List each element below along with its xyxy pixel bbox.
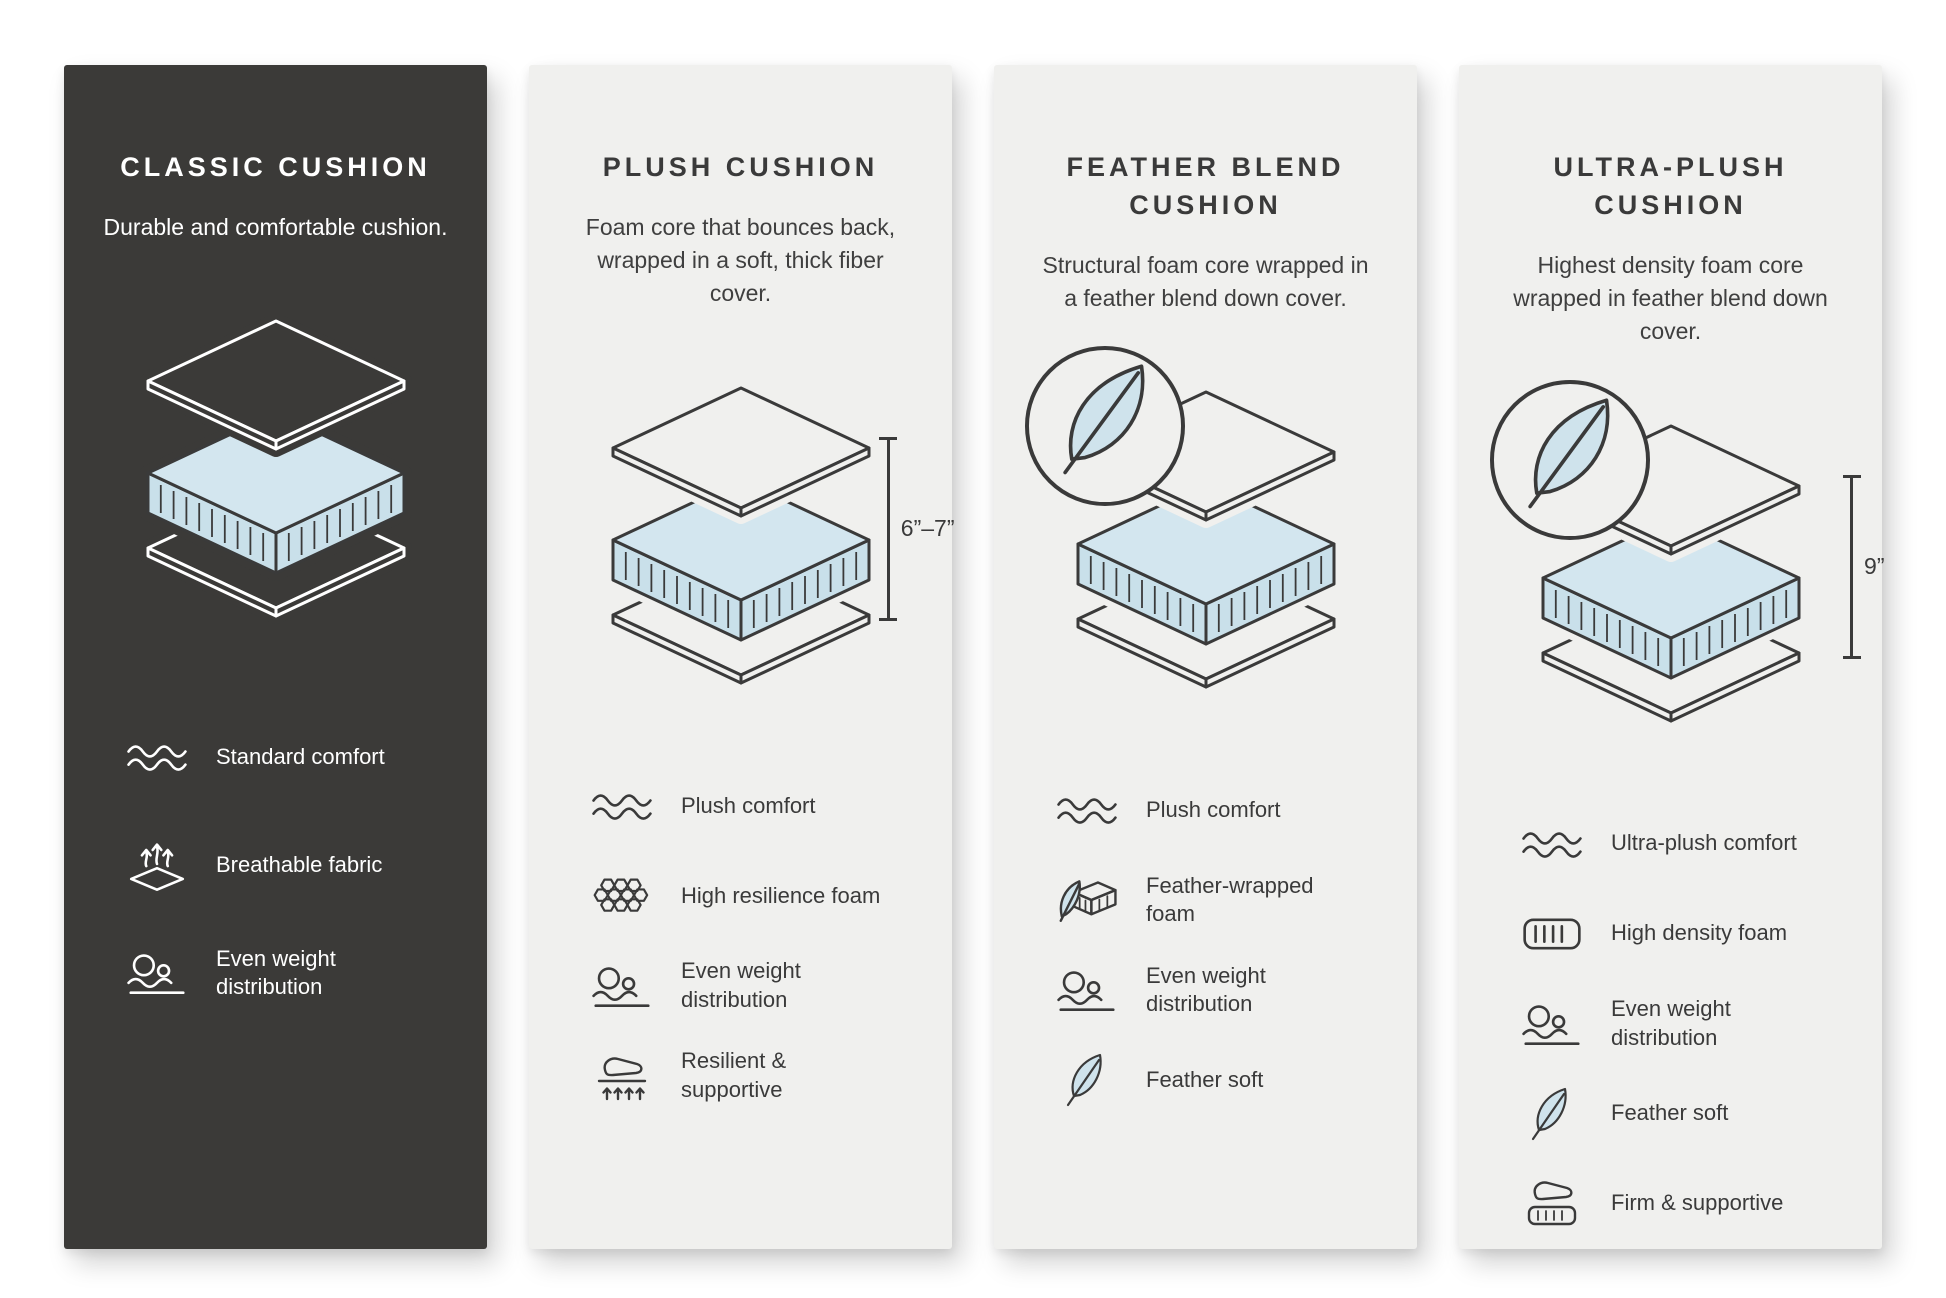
height-measure: 6”–7”: [886, 436, 955, 621]
feature-label: Plush comfort: [681, 792, 816, 818]
weight-icon: [587, 957, 657, 1015]
weight-icon: [1517, 995, 1587, 1053]
cushion-layers-diagram: [126, 290, 426, 662]
card-description: Structural foam core wrapped in a feathe…: [1042, 251, 1369, 311]
feature-label: Feather soft: [1611, 1100, 1729, 1126]
feature-item: Standard comfort: [122, 728, 453, 786]
feature-label: Plush comfort: [1146, 796, 1281, 822]
feature-item: Feather-wrapped foam: [1052, 871, 1383, 929]
wave-icon: [122, 728, 192, 786]
feature-item: Breathable fabric: [122, 836, 453, 894]
weight-icon: [1052, 961, 1122, 1019]
feature-label: High resilience foam: [681, 882, 881, 908]
breathable-icon: [122, 836, 192, 894]
feature-label: Even weight distribution: [1611, 996, 1731, 1050]
feather-foam-icon: [1052, 871, 1122, 929]
feature-label: Even weight distribution: [216, 945, 336, 1000]
card-title: CLASSIC CUSHION: [120, 152, 431, 182]
feature-item: Firm & supportive: [1517, 1175, 1848, 1233]
card-description: Highest density foam core wrapped in fea…: [1513, 251, 1828, 345]
card-feather-blend-cushion: FEATHER BLEND CUSHION Structural foam co…: [994, 65, 1417, 1249]
feature-item: Even weight distribution: [1517, 995, 1848, 1053]
card-ultra-plush-cushion: ULTRA-PLUSH CUSHION Highest density foam…: [1459, 65, 1885, 1249]
feature-item: Plush comfort: [587, 777, 918, 835]
measure-line: [1850, 474, 1854, 659]
feature-label: Resilient & supportive: [681, 1048, 787, 1102]
feature-item: Even weight distribution: [587, 957, 918, 1015]
wave-icon: [1052, 781, 1122, 839]
feature-item: Feather soft: [1052, 1051, 1383, 1109]
card-title: ULTRA-PLUSH CUSHION: [1553, 152, 1788, 220]
feature-item: Resilient & supportive: [587, 1047, 918, 1105]
feather-badge-icon: [1022, 343, 1188, 509]
feather-icon: [1517, 1085, 1587, 1143]
measurement-label: 6”–7”: [900, 515, 955, 542]
feature-item: High density foam: [1517, 905, 1848, 963]
feature-list: Plush comfort Feather-wrapped foam Even …: [1028, 781, 1383, 1109]
firm-icon: [1517, 1175, 1587, 1233]
cushion-layers-diagram: 6”–7”: [591, 357, 955, 729]
feature-list: Plush comfort High resilience foam Even …: [563, 777, 918, 1105]
cushion-stack-illustration: [1521, 420, 1821, 733]
feather-icon: [1052, 1051, 1122, 1109]
cushion-stack-illustration: [591, 382, 891, 695]
feature-label: Feather-wrapped foam: [1146, 872, 1314, 927]
feature-label: High density foam: [1611, 920, 1788, 946]
card-description: Durable and comfortable cushion.: [103, 213, 448, 240]
feature-label: Ultra-plush comfort: [1611, 830, 1797, 856]
feature-label: Even weight distribution: [1146, 962, 1266, 1017]
feature-label: Feather soft: [1146, 1066, 1264, 1092]
density-foam-icon: [1517, 905, 1587, 963]
feature-item: Even weight distribution: [1052, 961, 1383, 1019]
feature-item: Even weight distribution: [122, 944, 453, 1002]
measurement-label: 9”: [1864, 553, 1885, 580]
card-classic-cushion: CLASSIC CUSHION Durable and comfortable …: [64, 65, 487, 1249]
weight-icon: [122, 944, 192, 1002]
honeycomb-icon: [587, 867, 657, 925]
feature-list: Ultra-plush comfort High density foam Ev…: [1493, 815, 1848, 1233]
height-measure: 9”: [1850, 474, 1885, 659]
cushion-layers-diagram: [1024, 346, 1356, 733]
feature-list: Standard comfort Breathable fabric Even …: [98, 728, 453, 1002]
feature-item: Feather soft: [1517, 1085, 1848, 1143]
feather-badge-icon: [1487, 377, 1653, 543]
feature-item: High resilience foam: [587, 867, 918, 925]
feature-label: Breathable fabric: [216, 851, 383, 877]
feature-label: Standard comfort: [216, 743, 385, 769]
feature-item: Ultra-plush comfort: [1517, 815, 1848, 873]
card-plush-cushion: PLUSH CUSHION Foam core that bounces bac…: [529, 65, 955, 1249]
cushion-stack-illustration: [1056, 387, 1356, 699]
measure-line: [886, 436, 890, 621]
card-title: PLUSH CUSHION: [602, 152, 879, 182]
press-icon: [587, 1047, 657, 1105]
feature-label: Firm & supportive: [1611, 1190, 1784, 1216]
wave-icon: [587, 777, 657, 835]
card-description: Foam core that bounces back, wrapped in …: [585, 213, 896, 307]
feature-item: Plush comfort: [1052, 781, 1383, 839]
feature-label: Even weight distribution: [681, 958, 801, 1012]
cushion-layers-diagram: 9”: [1489, 379, 1885, 767]
cushion-stack-illustration: [126, 316, 426, 628]
wave-icon: [1517, 815, 1587, 873]
card-title: FEATHER BLEND CUSHION: [1066, 152, 1345, 220]
